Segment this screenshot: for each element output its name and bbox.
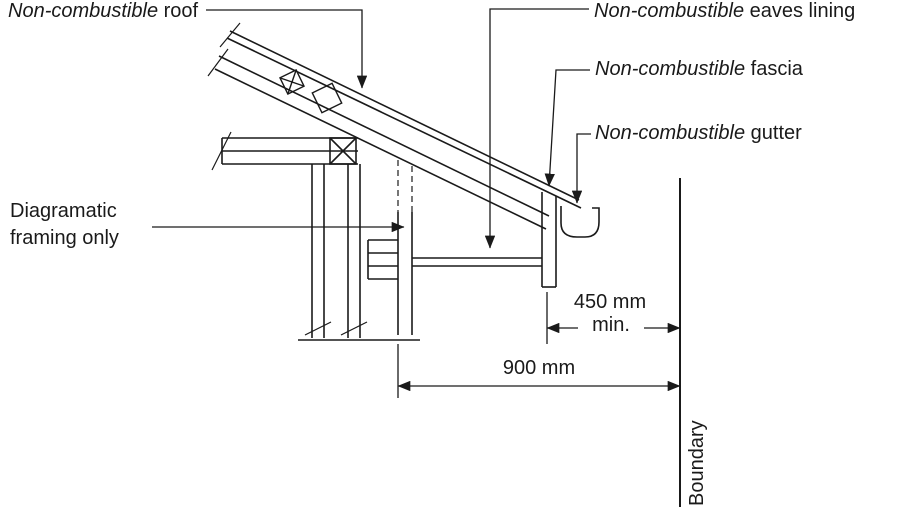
dimension-450-value: 450 mm: [573, 291, 647, 313]
label-roof-em: Non-combustible: [8, 0, 159, 22]
dimension-900-value: 900 mm: [502, 357, 576, 379]
leader-gutter: [571, 133, 591, 204]
roof-sheeting: [219, 22, 582, 209]
plate-end-grain-cross: [329, 137, 357, 165]
gutter-profile: [560, 206, 600, 238]
label-eaves-lining-rest: eaves lining: [744, 0, 856, 22]
label-gutter-em: Non-combustible: [595, 122, 746, 144]
label-gutter: Non-combustible gutter: [595, 122, 802, 145]
label-fascia-em: Non-combustible: [595, 58, 746, 80]
dimension-900: [397, 344, 681, 398]
leader-roof: [206, 9, 368, 89]
leader-eaves-lining: [484, 8, 589, 249]
fascia-board: [541, 192, 557, 288]
label-gutter-rest: gutter: [745, 122, 802, 144]
label-eaves-lining: Non-combustible eaves lining: [594, 0, 855, 23]
rafter: [207, 48, 550, 230]
label-boundary: Boundary: [686, 420, 708, 506]
label-eaves-lining-em: Non-combustible: [594, 0, 745, 22]
leader-fascia: [544, 69, 590, 187]
roof-battens: [279, 69, 343, 114]
dimension-450-qualifier: min.: [578, 314, 644, 337]
label-roof: Non-combustible roof: [8, 0, 198, 23]
label-framing-note: Diagramatic framing only: [10, 200, 119, 249]
wall-framing: [211, 131, 420, 341]
eaves-lining-board: [412, 257, 542, 267]
label-fascia-rest: fascia: [745, 58, 803, 80]
label-roof-rest: roof: [158, 0, 199, 22]
label-fascia: Non-combustible fascia: [595, 58, 803, 81]
